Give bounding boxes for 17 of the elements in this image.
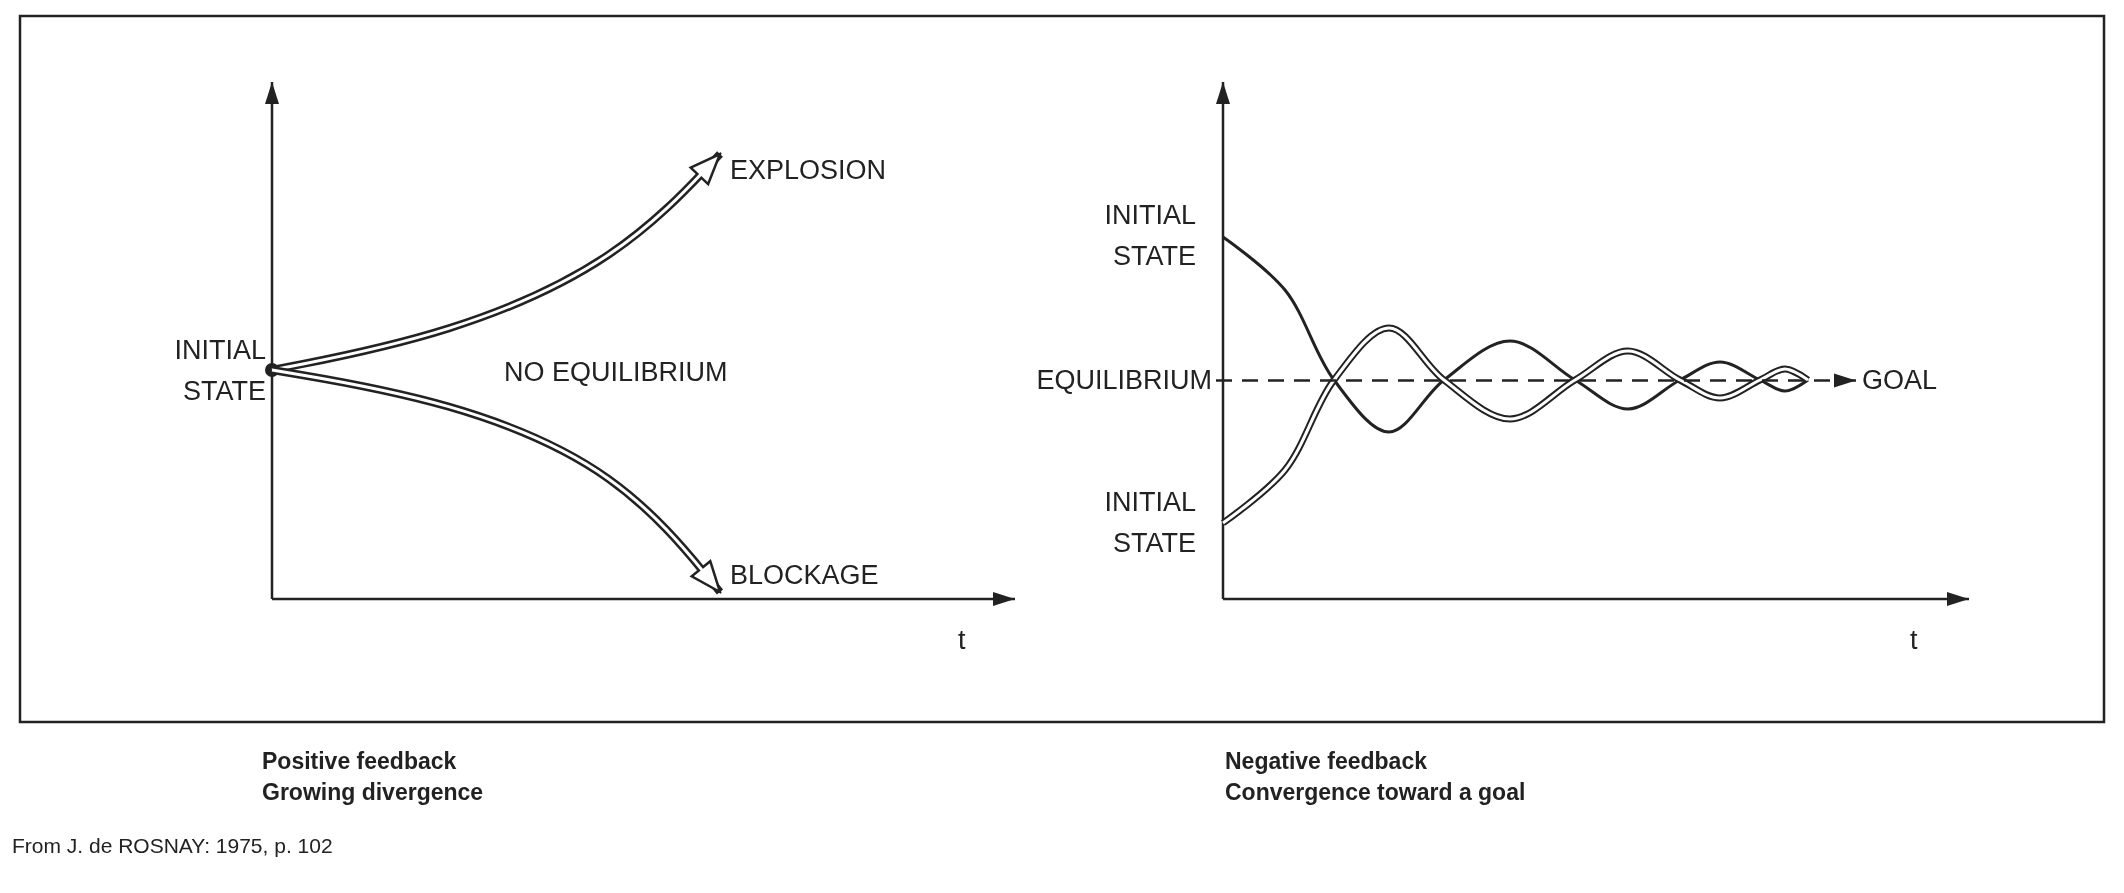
state-label: EXPLOSION <box>730 150 930 191</box>
arrow <box>1216 373 1856 388</box>
caption-text: Convergence toward a goal <box>1225 779 1526 806</box>
caption-text: Negative feedback <box>1225 748 1427 775</box>
source-note: From J. de ROSNAY: 1975, p. 102 <box>12 834 333 858</box>
state-label: INITIAL STATE <box>150 330 266 412</box>
state-label: EQUILIBRIUM <box>1000 360 1212 401</box>
region-label: NO EQUILIBRIUM <box>504 357 728 388</box>
state-label: INITIAL STATE <box>1080 195 1196 277</box>
arrow <box>271 366 724 595</box>
state-label: GOAL <box>1862 360 1962 401</box>
axis-label: t <box>958 625 966 656</box>
state-label: BLOCKAGE <box>730 555 930 596</box>
state-label: INITIAL STATE <box>1080 482 1196 564</box>
caption-text: Positive feedback <box>262 748 457 775</box>
caption-text: Growing divergence <box>262 779 484 806</box>
axis-label: t <box>1910 625 1918 656</box>
